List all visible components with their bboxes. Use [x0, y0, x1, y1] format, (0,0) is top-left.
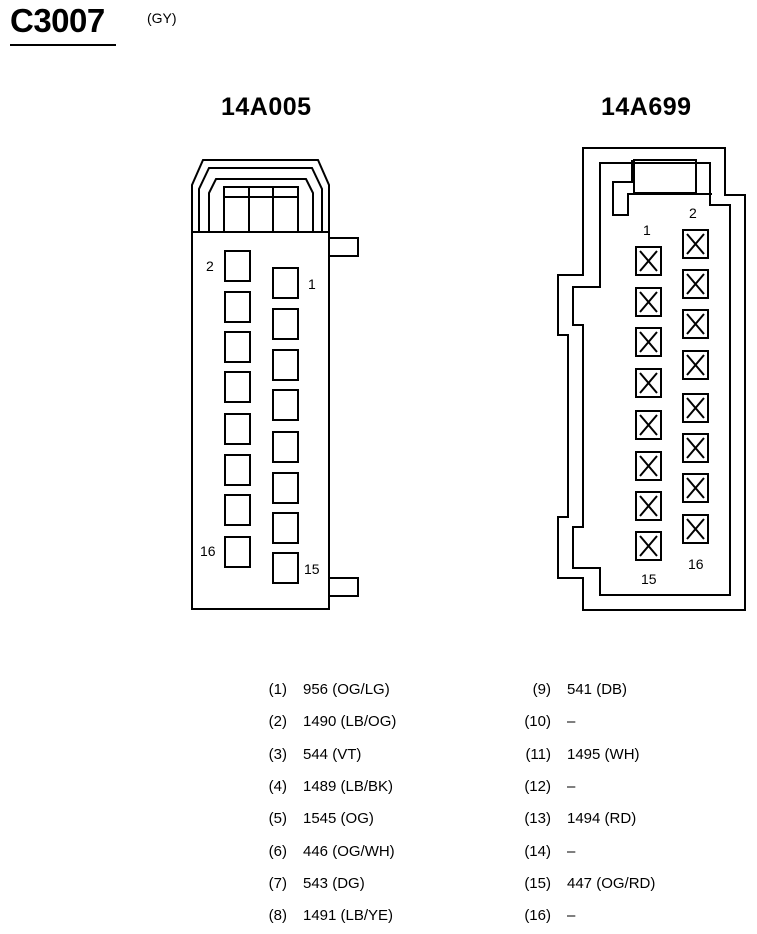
- terminal-pin: [635, 451, 662, 481]
- terminal-pin: [635, 368, 662, 398]
- pin-cavity: [224, 413, 251, 445]
- terminal-pin: [682, 309, 709, 339]
- terminal-pin: [635, 287, 662, 317]
- connector-inner-outline: [572, 162, 731, 596]
- pin-number: (16): [524, 907, 551, 925]
- pin-number: (6): [268, 842, 287, 860]
- pin-label: 2: [689, 205, 697, 221]
- circuit-label: 1489 (LB/BK): [303, 777, 394, 795]
- connector-outline: [557, 147, 746, 611]
- terminal-pin: [635, 246, 662, 276]
- circuit-label: 1494 (RD): [567, 810, 637, 828]
- key-slot: [633, 159, 697, 194]
- connector-body: [191, 231, 330, 610]
- circuit-label: –: [567, 777, 576, 795]
- terminal-pin: [682, 269, 709, 299]
- pin-label: 16: [688, 556, 704, 572]
- latch-outer: [191, 159, 330, 232]
- circuit-label: 956 (OG/LG): [303, 681, 390, 698]
- latch-slot: [223, 186, 299, 233]
- pin-number: (13): [524, 810, 551, 828]
- pin-cavity: [272, 431, 299, 463]
- terminal-pin: [682, 393, 709, 423]
- terminal-pin: [682, 433, 709, 463]
- side-tab: [328, 577, 359, 597]
- pin-label: 1: [643, 222, 651, 238]
- circuit-label: 1545 (OG): [303, 810, 374, 828]
- circuit-label: 1495 (WH): [567, 745, 640, 763]
- terminal-pin: [682, 350, 709, 380]
- pin-number: (5): [268, 810, 287, 828]
- terminal-pin: [635, 531, 662, 561]
- pin-number: (4): [268, 777, 287, 795]
- pin-number: (8): [268, 907, 287, 925]
- pin-cavity: [272, 389, 299, 421]
- pin-cavity: [224, 494, 251, 526]
- pin-number: (3): [268, 745, 287, 763]
- terminal-pin: [635, 491, 662, 521]
- terminal-pin: [682, 514, 709, 544]
- circuit-label: 543 (DG): [303, 874, 365, 892]
- latch-window: [208, 178, 314, 232]
- terminal-pin: [682, 229, 709, 259]
- terminal-pin: [682, 473, 709, 503]
- pin-number: (7): [268, 874, 287, 892]
- circuit-label: –: [567, 842, 576, 860]
- pin-cavity: [272, 472, 299, 504]
- pin-number: (9): [532, 681, 551, 698]
- latch-inner: [198, 167, 323, 232]
- pin-label: 15: [641, 571, 657, 587]
- side-tab: [328, 237, 359, 257]
- pin-number: (14): [524, 842, 551, 860]
- circuit-label: 446 (OG/WH): [303, 842, 395, 860]
- connector-diagram: 2 1 16 15 1 2 15 16: [191, 147, 746, 611]
- pin-label: 15: [304, 561, 320, 577]
- pin-number: (1): [268, 681, 287, 698]
- pin-cavity: [224, 454, 251, 486]
- circuit-label: 1491 (LB/YE): [303, 907, 394, 925]
- pin-cavity: [272, 267, 299, 299]
- harness-part-number: 14A005: [221, 93, 312, 121]
- component-connector: [557, 147, 746, 611]
- connector-id: C3007: [10, 2, 105, 39]
- component-pins: [635, 229, 709, 561]
- pin-cavity: [224, 536, 251, 568]
- harness-connector: [191, 159, 359, 610]
- pin-cavity: [272, 308, 299, 340]
- terminal-pin: [635, 410, 662, 440]
- pin-cavity: [224, 291, 251, 323]
- pin-number: (12): [524, 777, 551, 795]
- pin-cavity: [224, 331, 251, 363]
- component-part-number: 14A699: [601, 93, 692, 121]
- pin-label: 1: [308, 276, 316, 292]
- circuit-label: 544 (VT): [303, 745, 362, 763]
- title-underline: [10, 44, 116, 46]
- circuit-label: –: [567, 907, 576, 925]
- pin-number: (11): [525, 745, 551, 763]
- pin-label: 16: [200, 543, 216, 559]
- pin-number: (2): [268, 713, 287, 731]
- circuit-label: 447 (OG/RD): [567, 874, 656, 892]
- circuit-label: 541 (DB): [567, 681, 628, 698]
- pin-number: (10): [524, 713, 551, 731]
- pin-label: 2: [206, 258, 214, 274]
- pin-cavity: [272, 512, 299, 544]
- pin-cavity: [224, 371, 251, 403]
- pin-number: (15): [524, 874, 551, 892]
- terminal-pin: [635, 327, 662, 357]
- connector-color: (GY): [147, 10, 177, 26]
- connector-ridge: [612, 160, 712, 216]
- pin-cavity: [224, 250, 251, 282]
- circuit-label: 1490 (LB/OG): [303, 713, 397, 731]
- pin-cavity: [272, 349, 299, 381]
- pin-cavity: [272, 552, 299, 584]
- circuit-label: –: [567, 713, 576, 731]
